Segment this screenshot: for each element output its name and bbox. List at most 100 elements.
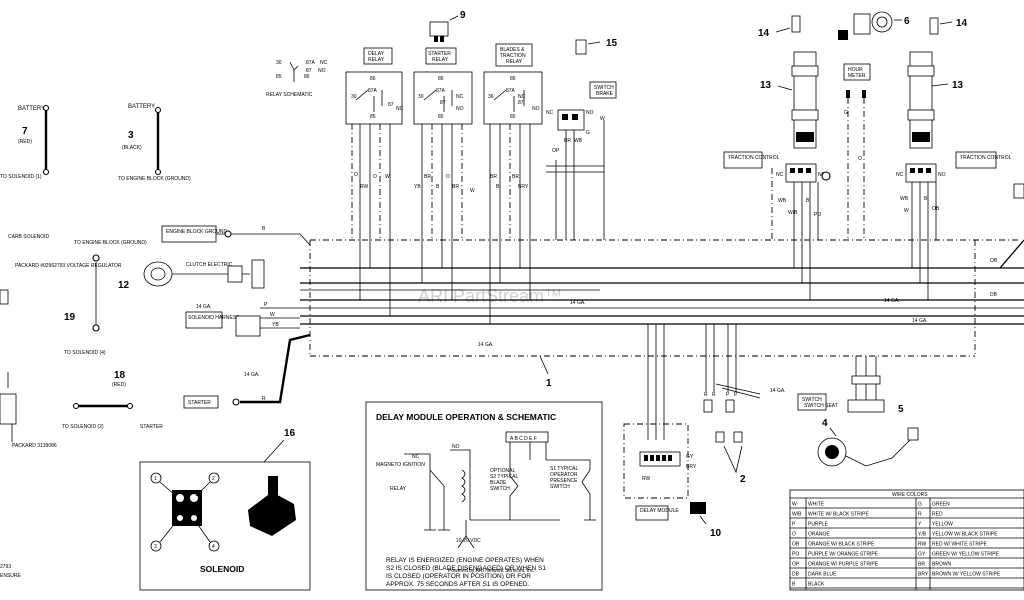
wire-color-name: RED W/ WHITE STRIPE — [932, 542, 988, 548]
wire-color-code: W/B — [792, 512, 802, 518]
svg-text:B: B — [496, 184, 500, 190]
svg-text:BR: BR — [490, 174, 497, 180]
svg-text:87A: 87A — [306, 60, 316, 66]
delay-module-box: DELAY MODULE OPERATION & SCHEMATIC A B C… — [365, 401, 603, 591]
wire-color-name: DARK BLUE — [808, 572, 837, 578]
wire-color-code: R — [918, 512, 922, 518]
wire-color-code: P — [792, 522, 796, 528]
gauge-labels: 14 GA. 14 GA. 14 GA. 14 GA. 14 GA. OB DB — [478, 258, 998, 394]
svg-text:DELAY MODULE: DELAY MODULE — [640, 508, 679, 514]
svg-text:B: B — [436, 184, 440, 190]
wire-color-code: B — [792, 582, 796, 588]
svg-text:BR: BR — [512, 174, 519, 180]
svg-text:B: B — [806, 198, 810, 204]
svg-text:STARTER: STARTER — [140, 424, 163, 430]
svg-text:W/B: W/B — [788, 210, 798, 216]
svg-text:19: 19 — [64, 312, 76, 323]
svg-text:6: 6 — [904, 16, 910, 27]
svg-text:OP: OP — [552, 148, 560, 154]
svg-text:14 GA.: 14 GA. — [884, 298, 900, 304]
relay-blades-traction: BLADES & TRACTION RELAY 86 36 87A NC NO … — [483, 43, 543, 125]
svg-text:BR: BR — [564, 138, 571, 144]
svg-text:TO SOLENOID (4): TO SOLENOID (4) — [64, 350, 106, 356]
svg-text:86: 86 — [510, 76, 516, 82]
svg-text:DELAY MODULE OPERATION & SCHEM: DELAY MODULE OPERATION & SCHEMATIC — [376, 412, 556, 422]
svg-text:ENSURE: ENSURE — [0, 573, 22, 579]
svg-text:14 GA.: 14 GA. — [570, 300, 586, 306]
svg-text:2: 2 — [740, 474, 746, 485]
svg-text:ENGINE BLOCK GROUND: ENGINE BLOCK GROUND — [166, 229, 228, 235]
harness-callout-1: 1 — [539, 355, 552, 389]
svg-text:YB: YB — [272, 322, 279, 328]
svg-text:O: O — [858, 156, 862, 162]
relay-wires: O RW O W YB BR B O BR BR B BR BRY W — [351, 124, 531, 324]
wire-color-code: W — [792, 502, 797, 508]
svg-text:14: 14 — [956, 18, 968, 29]
svg-text:R: R — [712, 392, 716, 398]
switch-seat: SWITCH SWITCH SEAT 4 5 — [797, 356, 919, 467]
svg-text:OB: OB — [932, 206, 940, 212]
svg-text:NO: NO — [532, 106, 540, 112]
svg-text:NO: NO — [452, 444, 460, 450]
solenoid-16: 16 1 2 3 4 SOLENOID — [139, 428, 311, 591]
wire-color-code: PO — [792, 552, 799, 558]
svg-text:RELAY IS ENERGIZED (ENGINE OPE: RELAY IS ENERGIZED (ENGINE OPERATES) WHE… — [386, 557, 544, 564]
svg-text:OB: OB — [990, 258, 998, 264]
wire-color-name: BLACK — [808, 582, 825, 588]
svg-text:W: W — [600, 116, 605, 122]
wire-color-code: Y/B — [918, 532, 927, 538]
svg-text:P: P — [726, 392, 730, 398]
svg-text:30: 30 — [276, 60, 282, 66]
svg-text:W: W — [470, 188, 475, 194]
svg-text:5: 5 — [898, 404, 904, 415]
wire-color-name: GREEN — [932, 502, 950, 508]
battery-cable-3: BATTERY 3 (BLACK) TO ENGINE BLOCK (GROUN… — [118, 104, 191, 182]
svg-text:NO: NO — [938, 172, 946, 178]
svg-text:PACKARD #02962793 VOLTAGE REGU: PACKARD #02962793 VOLTAGE REGULATOR — [15, 263, 122, 269]
svg-text:G: G — [586, 130, 590, 136]
wire-color-name: BROWN W/ YELLOW STRIPE — [932, 572, 1001, 578]
svg-text:9: 9 — [460, 10, 466, 21]
wire-color-code: DB — [792, 572, 800, 578]
svg-text:87: 87 — [518, 100, 524, 106]
svg-text:CLUTCH ELECTRIC: CLUTCH ELECTRIC — [186, 262, 233, 268]
svg-text:PRESENCE: PRESENCE — [550, 478, 578, 484]
svg-text:3: 3 — [154, 544, 157, 550]
starter-cable-18: 18 (RED) TO SOLENOID (2) STARTER PACKARD… — [0, 370, 163, 449]
svg-text:B: B — [262, 226, 266, 232]
engine-block-ground-box: ENGINE BLOCK GROUND B — [161, 225, 311, 246]
svg-text:YB: YB — [414, 184, 421, 190]
svg-text:(RED): (RED) — [112, 382, 126, 388]
wire-color-name: BROWN — [932, 562, 952, 568]
svg-text:12: 12 — [118, 280, 130, 291]
svg-text:BATTERY: BATTERY — [128, 104, 155, 110]
svg-text:APPROX. 75 SECONDS AFTER S1 IS: APPROX. 75 SECONDS AFTER S1 IS OPENED. — [386, 581, 530, 588]
svg-text:TO ENGINE BLOCK (GROUND): TO ENGINE BLOCK (GROUND) — [118, 176, 191, 182]
svg-text:NC: NC — [412, 454, 420, 460]
svg-text:30: 30 — [418, 94, 424, 100]
svg-text:NC: NC — [776, 172, 784, 178]
svg-text:O: O — [354, 172, 358, 178]
svg-text:14 GA.: 14 GA. — [196, 304, 212, 310]
svg-text:BRY: BRY — [518, 184, 529, 190]
wire-color-name: ORANGE W/ BLACK STRIPE — [808, 542, 875, 548]
svg-text:16: 16 — [284, 428, 296, 439]
svg-text:18: 18 — [114, 370, 126, 381]
svg-text:BR: BR — [424, 174, 431, 180]
svg-text:HOUR: HOUR — [848, 67, 863, 73]
left-edge-text: 2793 ENSURE — [0, 564, 22, 579]
battery-cable-7: BATTERY 7 (RED) TO SOLENOID (1) — [0, 104, 50, 180]
wire-color-code: BR — [918, 562, 925, 568]
svg-text:TRACTION: TRACTION — [500, 53, 526, 59]
svg-text:P: P — [264, 302, 268, 308]
svg-text:SWITCH SEAT: SWITCH SEAT — [804, 403, 838, 409]
svg-text:4: 4 — [212, 544, 215, 550]
svg-text:87A: 87A — [368, 88, 378, 94]
svg-text:S1 TYPICAL: S1 TYPICAL — [550, 466, 578, 472]
solenoid-harness: SOLENOID HARNESS P W YB 14 GA. — [185, 302, 300, 337]
hour-meter: HOUR METER G O — [843, 63, 871, 240]
svg-text:2793: 2793 — [0, 564, 11, 570]
svg-text:RW: RW — [642, 476, 651, 482]
wire-color-code: O — [792, 532, 796, 538]
svg-text:SWITCH: SWITCH — [802, 397, 822, 403]
